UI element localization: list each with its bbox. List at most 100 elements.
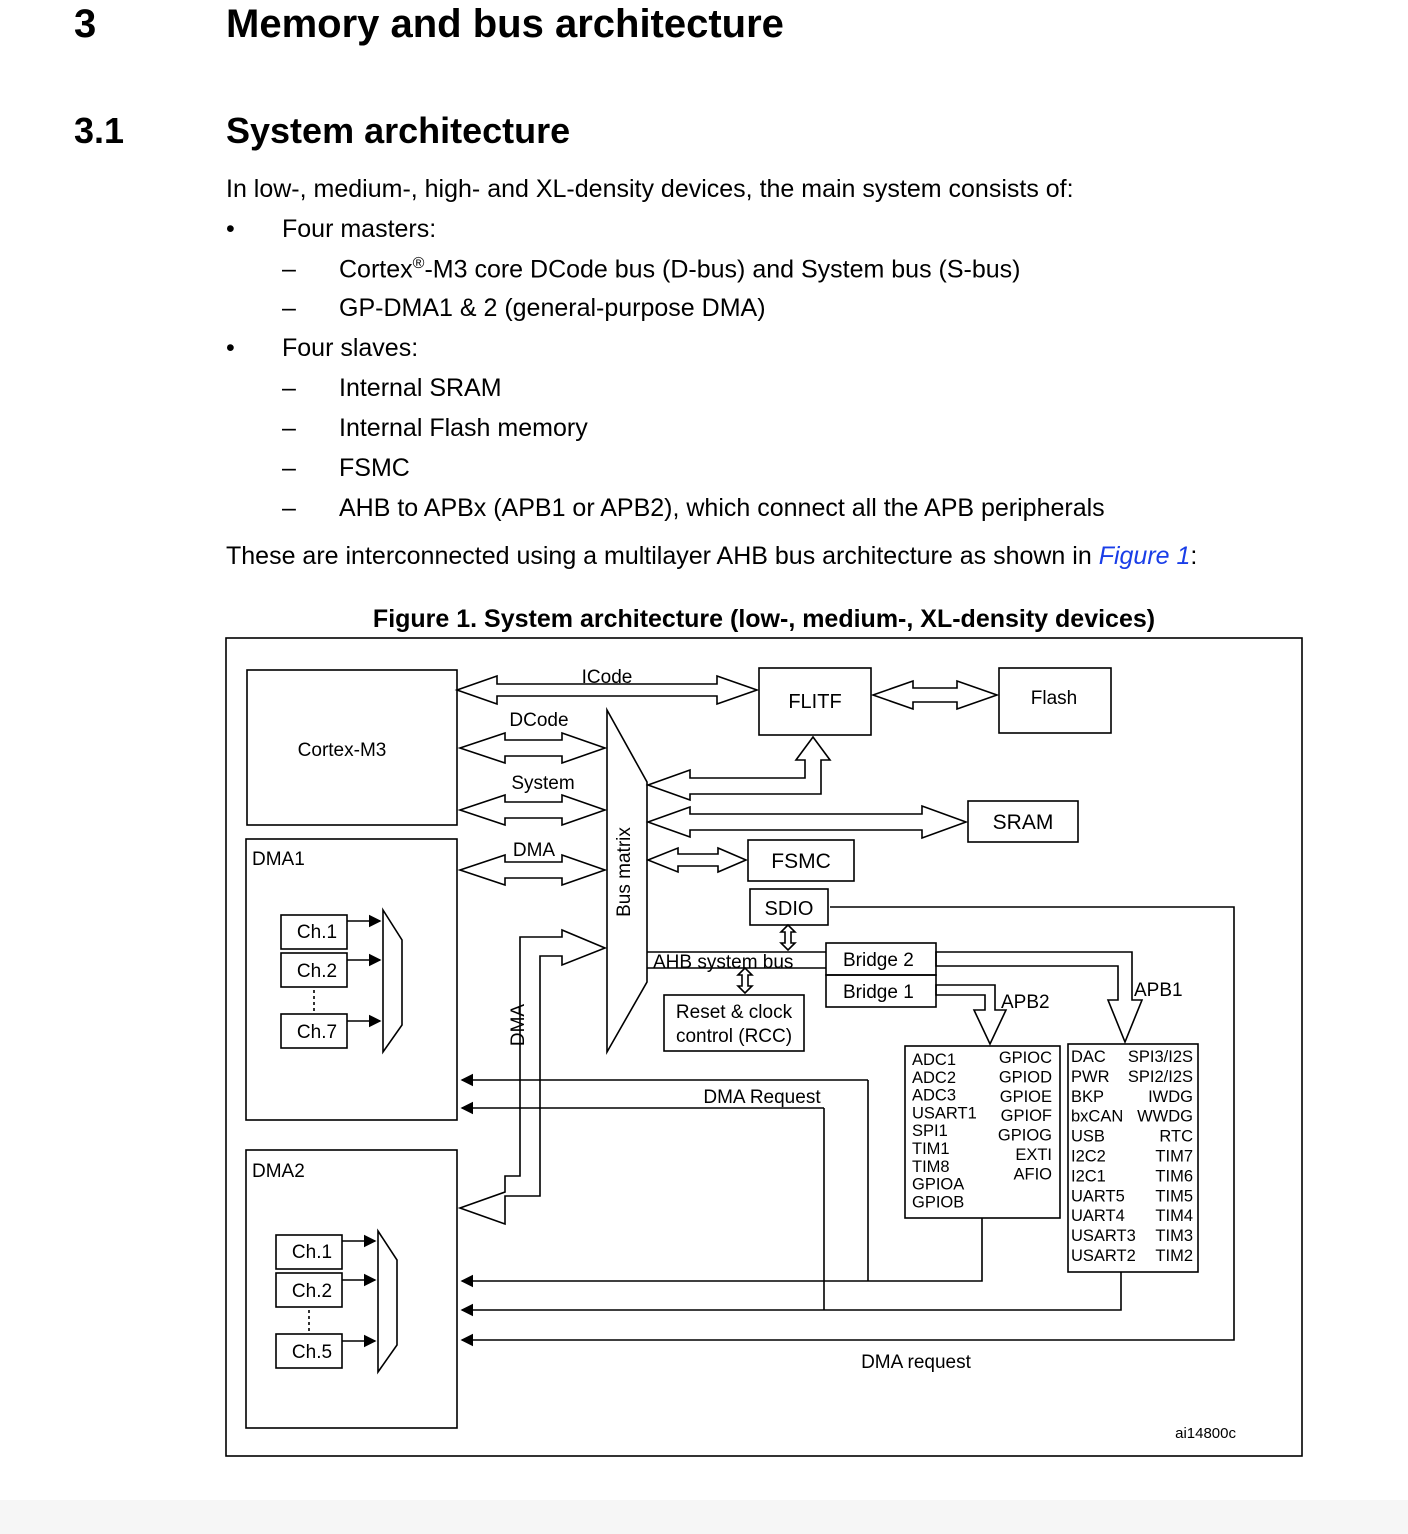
dma1-ch1: Ch.1 bbox=[297, 922, 337, 943]
icode-label: ICode bbox=[582, 667, 633, 688]
apb2-peripheral-item: TIM8 bbox=[912, 1158, 950, 1176]
apb1-bus-arrow bbox=[935, 951, 1144, 1045]
apb1-peripheral-item: UART4 bbox=[1071, 1207, 1125, 1225]
ahb-label: AHB system bus bbox=[653, 952, 793, 973]
item-cortex-bus: Cortex®-M3 core DCode bus (D-bus) and Sy… bbox=[339, 255, 1020, 284]
bridge1-label: Bridge 1 bbox=[843, 982, 914, 1003]
matrix-flitf-arrow bbox=[645, 735, 832, 802]
apb2-peripheral-item: AFIO bbox=[1013, 1165, 1052, 1183]
figure-title: Figure 1. System architecture (low-, med… bbox=[372, 605, 1156, 633]
item-sram: Internal SRAM bbox=[339, 374, 502, 402]
apb2-peripheral-item: EXTI bbox=[1015, 1146, 1052, 1164]
fsmc-label: FSMC bbox=[771, 850, 831, 873]
apb1-peripheral-item: WWDG bbox=[1137, 1108, 1193, 1126]
figure-link[interactable]: Figure 1 bbox=[1098, 542, 1191, 570]
apb2-peripheral-item: GPIOA bbox=[912, 1176, 964, 1194]
bus-matrix-shape bbox=[606, 706, 648, 1056]
apb1-peripheral-item: USART3 bbox=[1071, 1227, 1136, 1245]
apb1-peripheral-item: PWR bbox=[1071, 1068, 1110, 1086]
apb1-peripheral-item: TIM3 bbox=[1155, 1227, 1193, 1245]
apb2-peripheral-item: GPIOB bbox=[912, 1193, 964, 1211]
dma2-ch2-box bbox=[275, 1272, 343, 1308]
apb1-peripheral-item: SPI2/I2S bbox=[1128, 1068, 1193, 1086]
apb1-dma-request-line bbox=[460, 1272, 1122, 1317]
dma1-ch7-box bbox=[280, 1013, 348, 1049]
apb1-peripheral-item: UART5 bbox=[1071, 1187, 1125, 1205]
dma2-box bbox=[245, 1149, 458, 1429]
dma1-ch1-box bbox=[280, 914, 348, 950]
sdio-label: SDIO bbox=[765, 898, 814, 920]
dma-request-label-2: DMA request bbox=[861, 1352, 972, 1373]
dma2-ch2: Ch.2 bbox=[292, 1281, 332, 1302]
dma2-matrix-arrow bbox=[457, 928, 608, 1226]
dma2-ch1: Ch.1 bbox=[292, 1242, 332, 1263]
item-cortex-rest: -M3 core DCode bus (D-bus) and System bu… bbox=[424, 255, 1021, 284]
bullet-marker: • bbox=[226, 215, 235, 243]
apb1-peripheral-item: USB bbox=[1071, 1128, 1105, 1146]
apb1-peripheral-item: IWDG bbox=[1148, 1088, 1193, 1106]
intro-paragraph: In low-, medium-, high- and XL-density d… bbox=[226, 175, 1074, 203]
apb2-peripheral-item: GPIOD bbox=[999, 1068, 1052, 1086]
fsmc-box bbox=[747, 839, 855, 882]
flitf-label: FLITF bbox=[788, 691, 841, 713]
apb2-label: APB2 bbox=[1001, 992, 1050, 1013]
apb1-right-list: SPI3/I2S SPI2/I2S IWDG WWDG RTC TIM7TIM6TIM5T… bbox=[1128, 1048, 1193, 1265]
dma-request-label-1: DMA Request bbox=[703, 1087, 821, 1108]
dma1-label: DMA1 bbox=[252, 849, 305, 870]
apb1-peripheral-item: TIM4 bbox=[1155, 1207, 1193, 1225]
apb2-peripheral-item: ADC2 bbox=[912, 1069, 956, 1087]
dash-marker: – bbox=[282, 414, 296, 442]
apb1-peripheral-item: TIM2 bbox=[1155, 1247, 1193, 1265]
closing-colon: : bbox=[1190, 542, 1198, 570]
bullet-slaves: Four slaves: bbox=[282, 334, 419, 362]
closing-paragraph: These are interconnected using a multila… bbox=[226, 542, 1197, 571]
section-title: System architecture bbox=[226, 110, 571, 151]
sdio-ahb-arrow bbox=[779, 923, 797, 952]
item-flash: Internal Flash memory bbox=[339, 414, 588, 442]
apb1-peripheral-item: bxCAN bbox=[1071, 1108, 1123, 1126]
apb1-peripheral-item: TIM7 bbox=[1155, 1148, 1193, 1166]
dma-bus-label: DMA bbox=[513, 840, 556, 861]
page-bottom-band bbox=[0, 1500, 1408, 1534]
flash-label: Flash bbox=[1031, 688, 1077, 709]
apb2-peripheral-item: ADC1 bbox=[912, 1051, 956, 1069]
apb1-peripheral-item: RTC bbox=[1159, 1128, 1193, 1146]
dma2-arbiter bbox=[377, 1228, 398, 1375]
apb2-peripheral-item: GPIOF bbox=[1001, 1107, 1052, 1125]
sram-box bbox=[967, 800, 1079, 843]
dcode-arrow bbox=[457, 731, 608, 765]
item-gp-dma: GP-DMA1 & 2 (general-purpose DMA) bbox=[339, 294, 766, 322]
dash-marker: – bbox=[282, 255, 296, 283]
dma-vertical-label: DMA bbox=[508, 1004, 529, 1047]
sram-label: SRAM bbox=[993, 811, 1054, 834]
dma2-ch5-box bbox=[275, 1333, 343, 1369]
dma2-label: DMA2 bbox=[252, 1161, 305, 1182]
item-fsmc: FSMC bbox=[339, 454, 410, 482]
dma1-box bbox=[245, 838, 458, 1121]
flitf-flash-arrow bbox=[870, 679, 1000, 711]
chapter-title: Memory and bus architecture bbox=[226, 2, 784, 46]
dma-bus-arrow bbox=[457, 853, 608, 887]
bullet-masters: Four masters: bbox=[282, 215, 437, 243]
apb2-peripheral-item: GPIOG bbox=[998, 1127, 1052, 1145]
closing-text: These are interconnected using a multila… bbox=[226, 542, 1099, 570]
sdio-dma-request-line bbox=[460, 906, 1235, 1347]
cortex-box bbox=[246, 669, 458, 826]
apb1-peripheral-item: TIM5 bbox=[1155, 1187, 1193, 1205]
apb1-peripheral-item: TIM6 bbox=[1155, 1167, 1193, 1185]
matrix-sram-arrow bbox=[645, 804, 969, 840]
item-ahb-apb: AHB to APBx (APB1 or APB2), which connec… bbox=[339, 494, 1105, 522]
figure-frame bbox=[225, 637, 1303, 1457]
bullet-marker: • bbox=[226, 334, 235, 362]
apb2-peripheral-item: TIM1 bbox=[912, 1140, 950, 1158]
dma1-ch7: Ch.7 bbox=[297, 1022, 337, 1043]
registered-mark: ® bbox=[412, 255, 425, 272]
dash-marker: – bbox=[282, 454, 296, 482]
apb1-peripheral-item: SPI3/I2S bbox=[1128, 1048, 1193, 1066]
apb1-peripheral-item: I2C2 bbox=[1071, 1148, 1106, 1166]
dash-marker: – bbox=[282, 494, 296, 522]
chapter-number: 3 bbox=[74, 2, 97, 46]
dma1-ch2: Ch.2 bbox=[297, 961, 337, 982]
icode-arrow bbox=[454, 674, 760, 706]
